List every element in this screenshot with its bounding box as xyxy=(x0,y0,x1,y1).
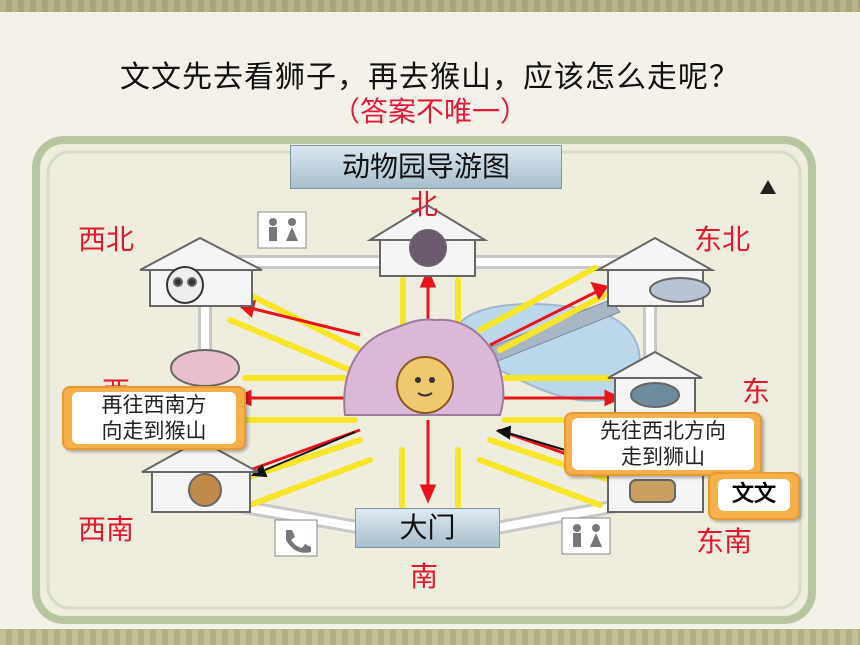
house-southwest xyxy=(141,438,259,513)
fish-icon xyxy=(630,382,680,408)
label-southwest: 西南 xyxy=(78,513,135,546)
top-decor-bar xyxy=(0,0,860,12)
person-label-box: 文文 xyxy=(708,472,800,520)
gorilla-icon xyxy=(409,229,447,267)
callout-first-line2: 走到狮山 xyxy=(621,445,705,469)
label-east: 东 xyxy=(742,375,771,408)
house-northwest xyxy=(139,236,263,307)
label-southeast: 东南 xyxy=(696,525,753,558)
label-northwest: 西北 xyxy=(78,223,135,256)
question-text: 文文先去看狮子，再去猴山，应该怎么走呢？ xyxy=(120,60,740,95)
callout-second-line1: 再往西南方 xyxy=(101,393,207,417)
callout-first-step: 先往西北方向 走到狮山 xyxy=(564,412,762,476)
camel-icon xyxy=(629,479,676,503)
callout-second-step: 再往西南方 向走到猴山 xyxy=(62,386,246,450)
house-west xyxy=(170,349,240,387)
gate-label: 大门 xyxy=(355,508,500,548)
scroll-up-icon[interactable] xyxy=(760,180,776,194)
note-text: （答案不唯一） xyxy=(331,95,528,128)
lion-icon xyxy=(396,356,454,414)
swan-icon xyxy=(649,277,711,303)
phone-icon xyxy=(274,519,318,557)
elephant-icon xyxy=(170,349,240,387)
bottom-decor-bar xyxy=(0,629,860,645)
label-north: 北 xyxy=(410,188,439,221)
person-label: 文文 xyxy=(718,479,790,511)
restroom-icon-se xyxy=(561,517,611,555)
callout-second-line2: 向走到猴山 xyxy=(101,419,207,443)
house-north xyxy=(366,203,489,277)
house-northeast xyxy=(594,236,716,307)
callout-first-line1: 先往西北方向 xyxy=(600,419,726,443)
label-northeast: 东北 xyxy=(694,223,751,256)
panda-icon xyxy=(166,266,204,304)
monkey-icon xyxy=(188,473,222,507)
map-title: 动物园导游图 xyxy=(290,145,562,189)
restroom-icon-nw xyxy=(257,211,307,249)
house-east xyxy=(607,350,703,419)
route-arrows xyxy=(250,425,566,478)
label-south: 南 xyxy=(410,560,439,593)
